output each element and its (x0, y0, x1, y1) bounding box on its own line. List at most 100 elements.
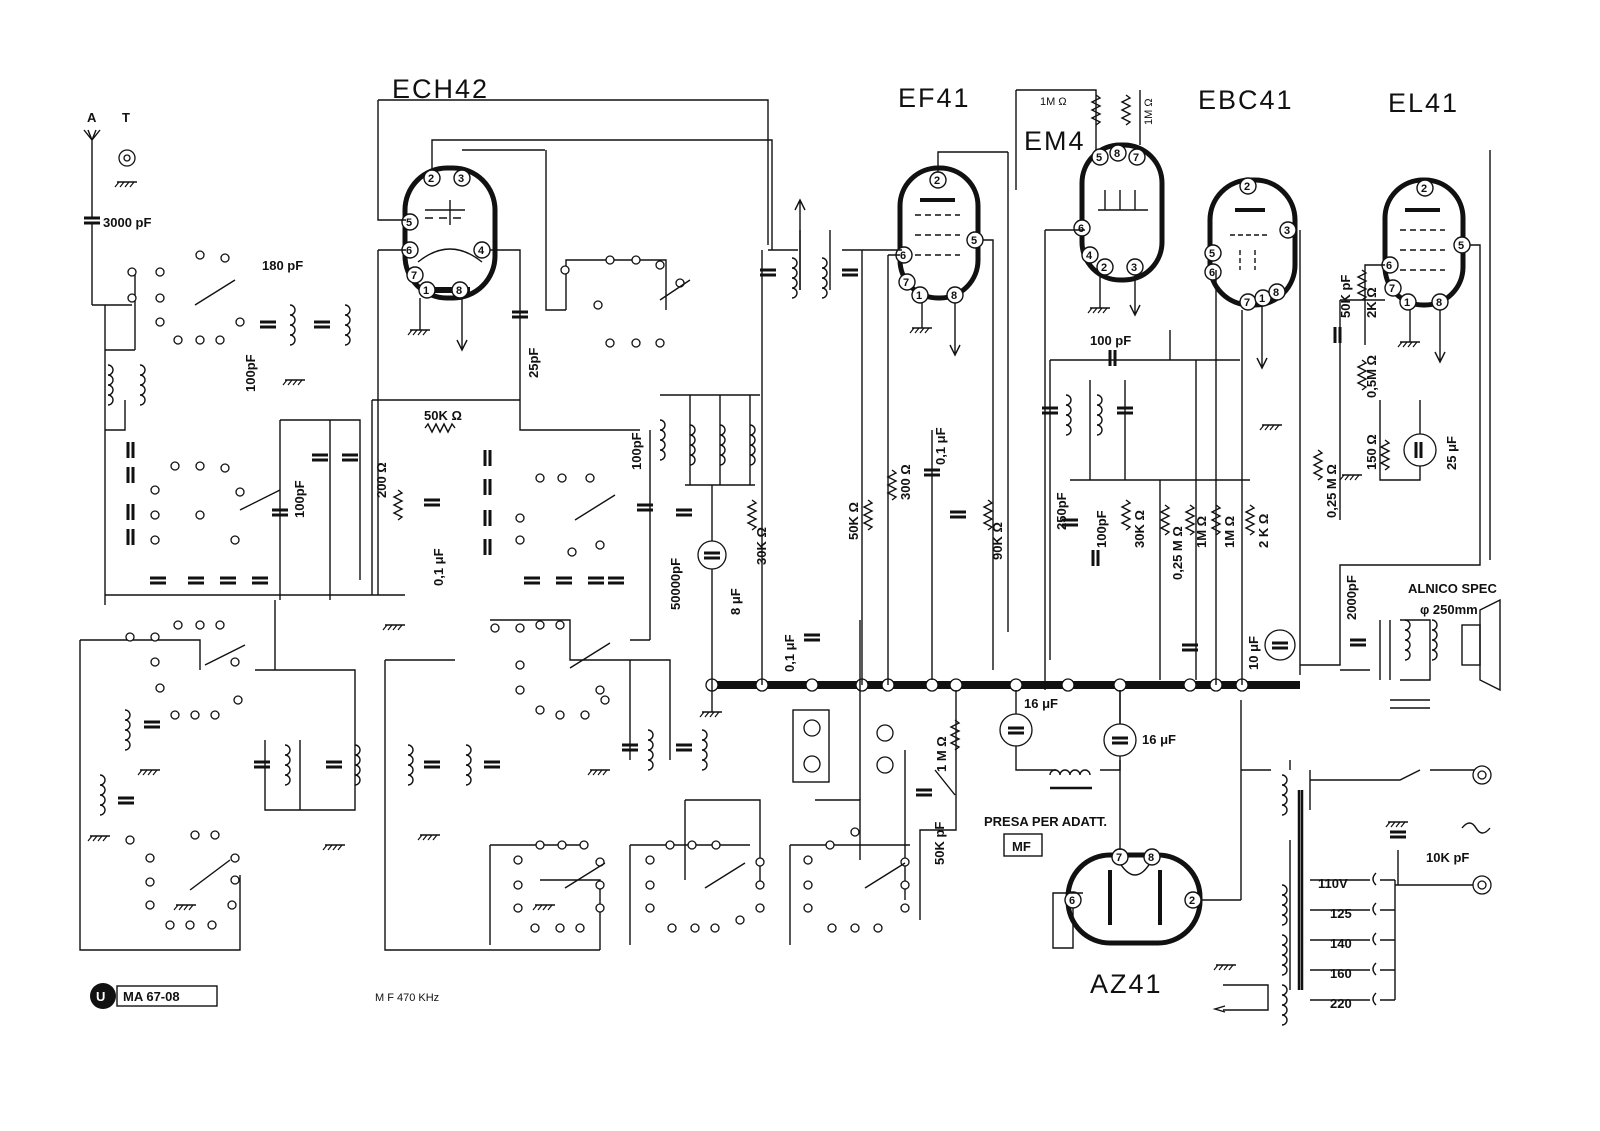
svg-text:7: 7 (411, 270, 417, 282)
svg-text:8: 8 (1148, 852, 1154, 864)
label-50000pf: 50000pF (668, 558, 683, 610)
label-16uf-a: 16 μF (1024, 696, 1058, 711)
svg-text:7: 7 (903, 277, 909, 289)
label-125: 125 (1330, 906, 1352, 921)
label-2000pf: 2000pF (1344, 575, 1359, 620)
label-1m-ohm-c: 1M Ω (1194, 516, 1209, 548)
tube-title-em4: EM4 (1024, 126, 1086, 156)
svg-text:2: 2 (1101, 262, 1107, 274)
label-10kpf: 10K pF (1426, 850, 1469, 865)
svg-text:8: 8 (1436, 297, 1442, 309)
svg-text:6: 6 (1078, 223, 1084, 235)
svg-text:1: 1 (423, 285, 429, 297)
coils (99, 257, 1438, 1026)
svg-text:4: 4 (478, 245, 485, 257)
label-90k-ohm: 90K Ω (990, 522, 1005, 560)
label-1m-ohm-b: 1M Ω (1143, 98, 1155, 125)
band-switch-contacts (125, 250, 910, 933)
antenna-label: A (87, 110, 97, 125)
label-180pf: 180 pF (262, 258, 303, 273)
wiring (79, 89, 1501, 1013)
svg-text:2: 2 (1244, 181, 1250, 193)
svg-text:6: 6 (900, 250, 906, 262)
if-frequency-label: M F 470 KHz (375, 992, 439, 1004)
label-30k-ohm: 30K Ω (754, 527, 769, 565)
label-1m-ohm-a: 1M Ω (1040, 96, 1067, 108)
pickup-jacks (792, 709, 1492, 895)
tube-title-ech42: ECH42 (392, 74, 489, 104)
label-50k-ohm-b: 50K Ω (846, 502, 861, 540)
label-10uf: 10 μF (1246, 636, 1261, 670)
svg-text:3: 3 (1131, 262, 1137, 274)
label-50kpf-b: 50K pF (932, 822, 947, 865)
svg-text:7: 7 (1133, 152, 1139, 164)
svg-text:8: 8 (1273, 287, 1279, 299)
svg-text:1: 1 (916, 290, 922, 302)
label-100pf-a: 100pF (243, 354, 258, 392)
label-0-1uf-a: 0,1 μF (431, 548, 446, 586)
svg-text:6: 6 (1209, 267, 1215, 279)
label-100pf-e: 100pF (1094, 510, 1109, 548)
label-0-1uf-b: 0,1 μF (782, 634, 797, 672)
svg-text:8: 8 (951, 290, 957, 302)
label-100pf-c: 100pF (629, 432, 644, 470)
label-2k-ohm-b: 2K Ω (1364, 287, 1379, 318)
svg-text:2: 2 (428, 173, 434, 185)
svg-text:2: 2 (934, 175, 940, 187)
electrolytic-capacitors (697, 433, 1437, 757)
earth-label: T (122, 110, 130, 125)
label-150-ohm: 150 Ω (1364, 434, 1379, 470)
svg-text:5: 5 (1096, 152, 1102, 164)
label-16uf-b: 16 μF (1142, 732, 1176, 747)
label-2k-ohm: 2 K Ω (1256, 514, 1271, 548)
component-labels: 180 pF 100pF 25pF 50K Ω 200 Ω 0,1 μF 100… (243, 96, 1497, 1011)
label-140: 140 (1330, 936, 1352, 951)
tube-em4: 5 8 7 6 4 2 3 (1073, 142, 1165, 317)
tube-title-ef41: EF41 (898, 83, 971, 113)
svg-text:5: 5 (1458, 240, 1464, 252)
label-220: 220 (1330, 996, 1352, 1011)
label-100pf-d: 100 pF (1090, 333, 1131, 348)
svg-text:8: 8 (456, 285, 462, 297)
svg-text:1: 1 (1259, 293, 1265, 305)
label-3000pf: 3000 pF (103, 215, 151, 230)
svg-text:7: 7 (1244, 297, 1250, 309)
svg-text:6: 6 (1386, 260, 1392, 272)
label-110v: 110V (1318, 876, 1348, 891)
svg-text:1: 1 (1404, 297, 1410, 309)
svg-text:U: U (96, 989, 105, 1004)
label-0-5m-ohm: 0,5M Ω (1364, 355, 1379, 398)
label-8uf: 8 μF (728, 588, 743, 615)
svg-text:8: 8 (1114, 148, 1120, 160)
tube-ebc41: 2 3 5 6 7 1 8 (1204, 177, 1298, 370)
label-100pf-b: 100pF (292, 480, 307, 518)
label-200-ohm: 200 Ω (374, 462, 389, 498)
svg-text:7: 7 (1389, 283, 1395, 295)
svg-text:3: 3 (458, 173, 464, 185)
tube-title-az41: AZ41 (1090, 969, 1163, 999)
svg-text:6: 6 (406, 245, 412, 257)
svg-text:3: 3 (1284, 225, 1290, 237)
label-presa-per-adatt: PRESA PER ADATT. (984, 814, 1107, 829)
label-50k-ohm: 50K Ω (424, 408, 462, 423)
label-300-ohm: 300 Ω (898, 464, 913, 500)
tube-az41: 6 2 7 8 (1052, 848, 1241, 949)
svg-text:2: 2 (1189, 895, 1195, 907)
label-mf-box: MF (1012, 839, 1031, 854)
speaker-size: φ 250mm (1420, 602, 1478, 617)
svg-text:5: 5 (406, 217, 412, 229)
label-25pf: 25pF (526, 348, 541, 378)
tube-ech42: 2 3 5 6 4 7 1 8 (401, 165, 498, 352)
label-250pf: 250pF (1054, 492, 1069, 530)
svg-text:5: 5 (971, 235, 977, 247)
earth-terminal: T (114, 110, 138, 188)
svg-text:4: 4 (1086, 250, 1093, 262)
label-1m-ohm-d: 1M Ω (1222, 516, 1237, 548)
label-50kpf: 50K pF (1338, 275, 1353, 318)
label-25uf: 25 μF (1444, 436, 1459, 470)
tube-title-el41: EL41 (1388, 88, 1459, 118)
label-0-25m-ohm-b: 0,25 M Ω (1324, 464, 1339, 518)
antenna-symbol: A (83, 110, 101, 162)
tube-title-ebc41: EBC41 (1198, 85, 1294, 115)
speaker-label: ALNICO SPEC (1408, 581, 1497, 596)
